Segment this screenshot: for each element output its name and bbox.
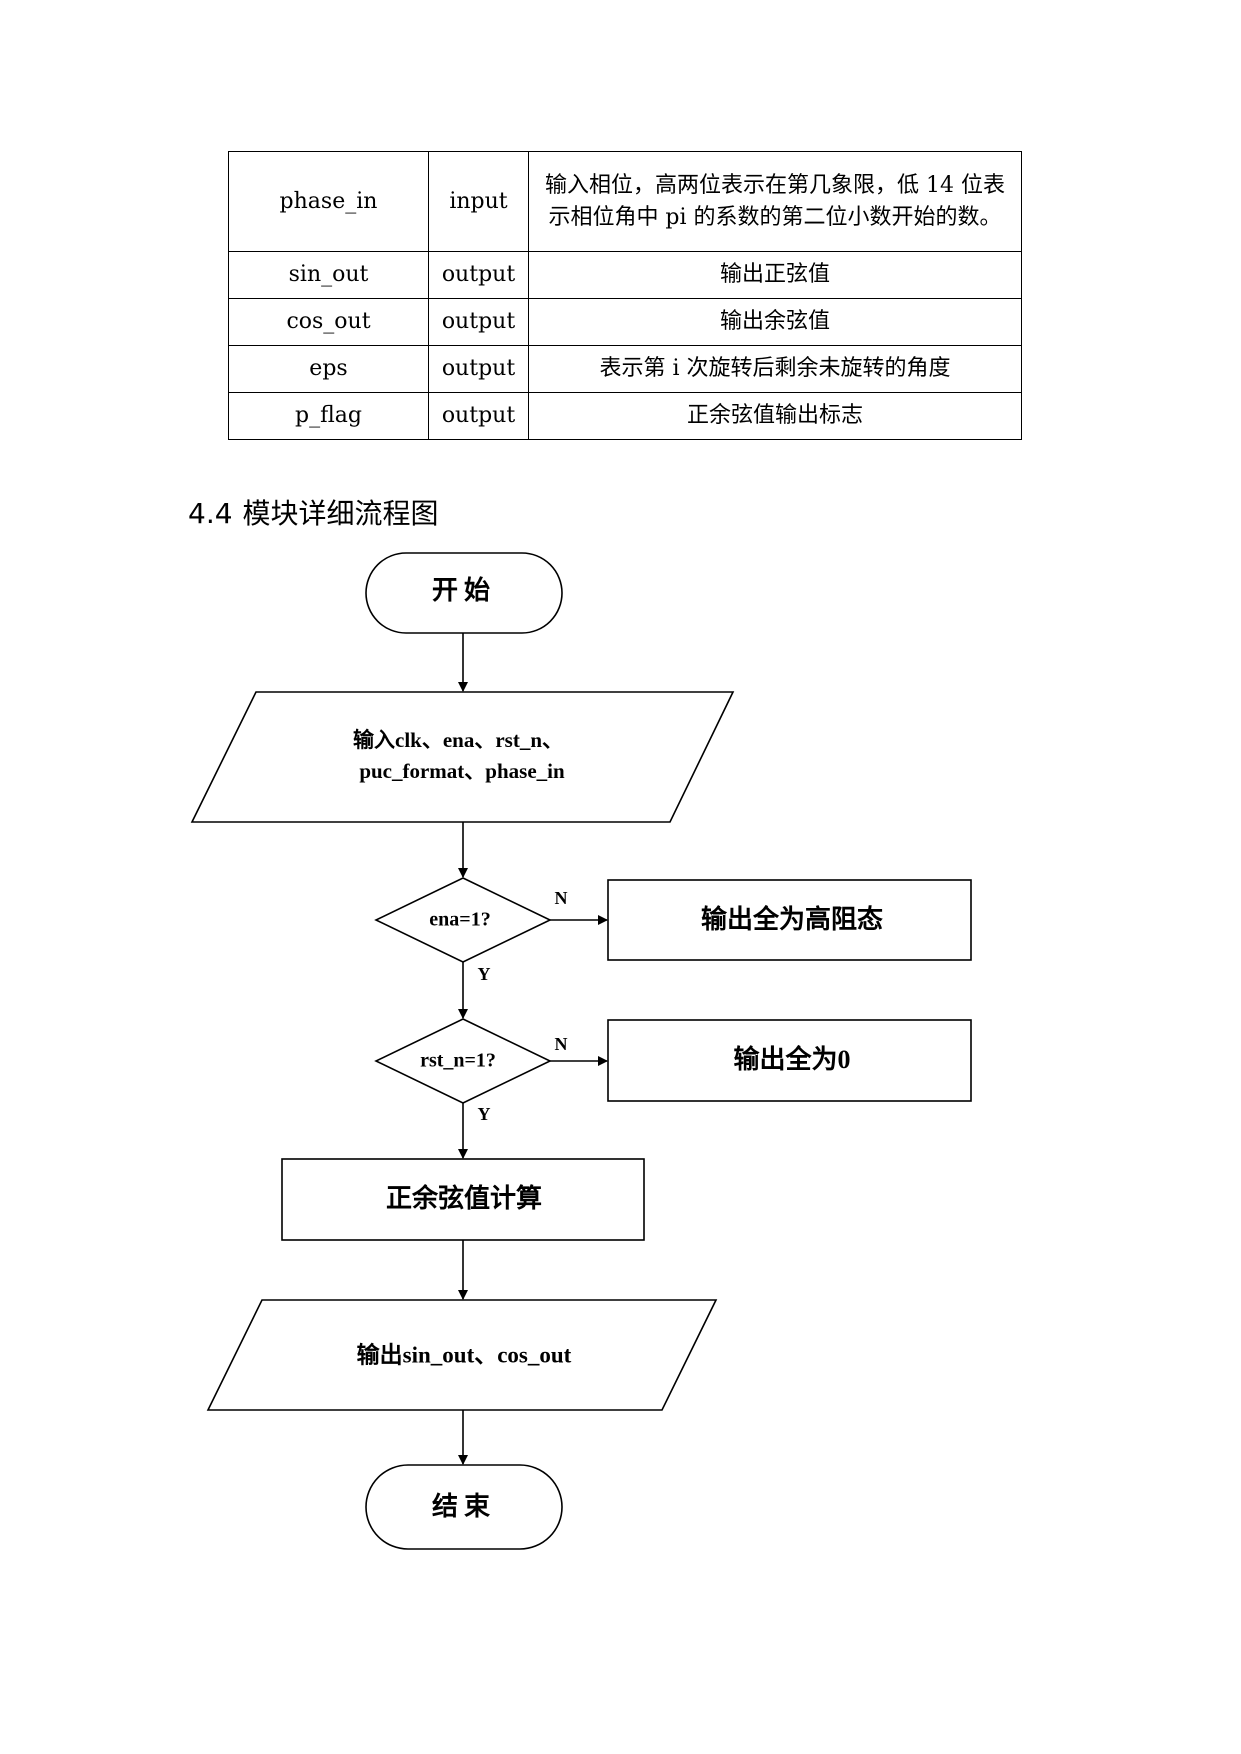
output-label: 输出sin_out、cos_out <box>357 1341 572 1367</box>
section-title: 模块详细流程图 <box>242 497 439 530</box>
rst-decision-label: rst_n=1? <box>420 1050 496 1072</box>
end-terminator <box>365 1464 563 1550</box>
input-label-line2: puc_format、phase_in <box>359 759 565 783</box>
start-label: 开始 <box>432 576 496 605</box>
ena-no-label: N <box>555 888 568 908</box>
rst-yes-label: Y <box>478 1104 491 1124</box>
signal-description: 正余弦值输出标志 <box>528 392 1022 440</box>
table-row: eps output 表示第 i 次旋转后剩余未旋转的角度 <box>228 345 1022 393</box>
rst-no-action-label: 输出全为0 <box>733 1044 850 1074</box>
compute-label: 正余弦值计算 <box>386 1183 542 1213</box>
signal-name: cos_out <box>228 298 429 346</box>
signal-direction: input <box>428 151 529 252</box>
signal-direction: output <box>428 345 529 393</box>
ena-no-box <box>607 879 972 961</box>
input-parallelogram <box>190 691 735 823</box>
output-parallelogram <box>206 1299 718 1411</box>
signal-table: phase_in input 输入相位，高两位表示在第几象限，低 14 位表示相… <box>228 151 1022 440</box>
ena-decision-label: ena=1? <box>429 909 490 931</box>
table-row: p_flag output 正余弦值输出标志 <box>228 392 1022 440</box>
signal-description: 输出余弦值 <box>528 298 1022 346</box>
section-number: 4.4 <box>188 497 233 530</box>
end-label: 结束 <box>432 1491 496 1521</box>
table-row: sin_out output 输出正弦值 <box>228 251 1022 299</box>
rst-no-box <box>607 1019 972 1102</box>
signal-direction: output <box>428 298 529 346</box>
signal-description: 表示第 i 次旋转后剩余未旋转的角度 <box>528 345 1022 393</box>
ena-yes-label: Y <box>478 964 491 984</box>
signal-name: p_flag <box>228 392 429 440</box>
signal-name: phase_in <box>228 151 429 252</box>
table-row: phase_in input 输入相位，高两位表示在第几象限，低 14 位表示相… <box>228 151 1022 252</box>
signal-name: eps <box>228 345 429 393</box>
input-label-line1: 输入clk、ena、rst_n、 <box>353 728 563 752</box>
rst-no-label: N <box>555 1034 568 1054</box>
signal-description: 输出正弦值 <box>528 251 1022 299</box>
signal-direction: output <box>428 251 529 299</box>
start-terminator <box>365 552 563 634</box>
ena-no-action-label: 输出全为高阻态 <box>701 904 883 934</box>
signal-name: sin_out <box>228 251 429 299</box>
signal-direction: output <box>428 392 529 440</box>
section-heading: 4.4 模块详细流程图 <box>188 492 449 532</box>
signal-description: 输入相位，高两位表示在第几象限，低 14 位表示相位角中 pi 的系数的第二位小… <box>528 151 1022 252</box>
table-row: cos_out output 输出余弦值 <box>228 298 1022 346</box>
